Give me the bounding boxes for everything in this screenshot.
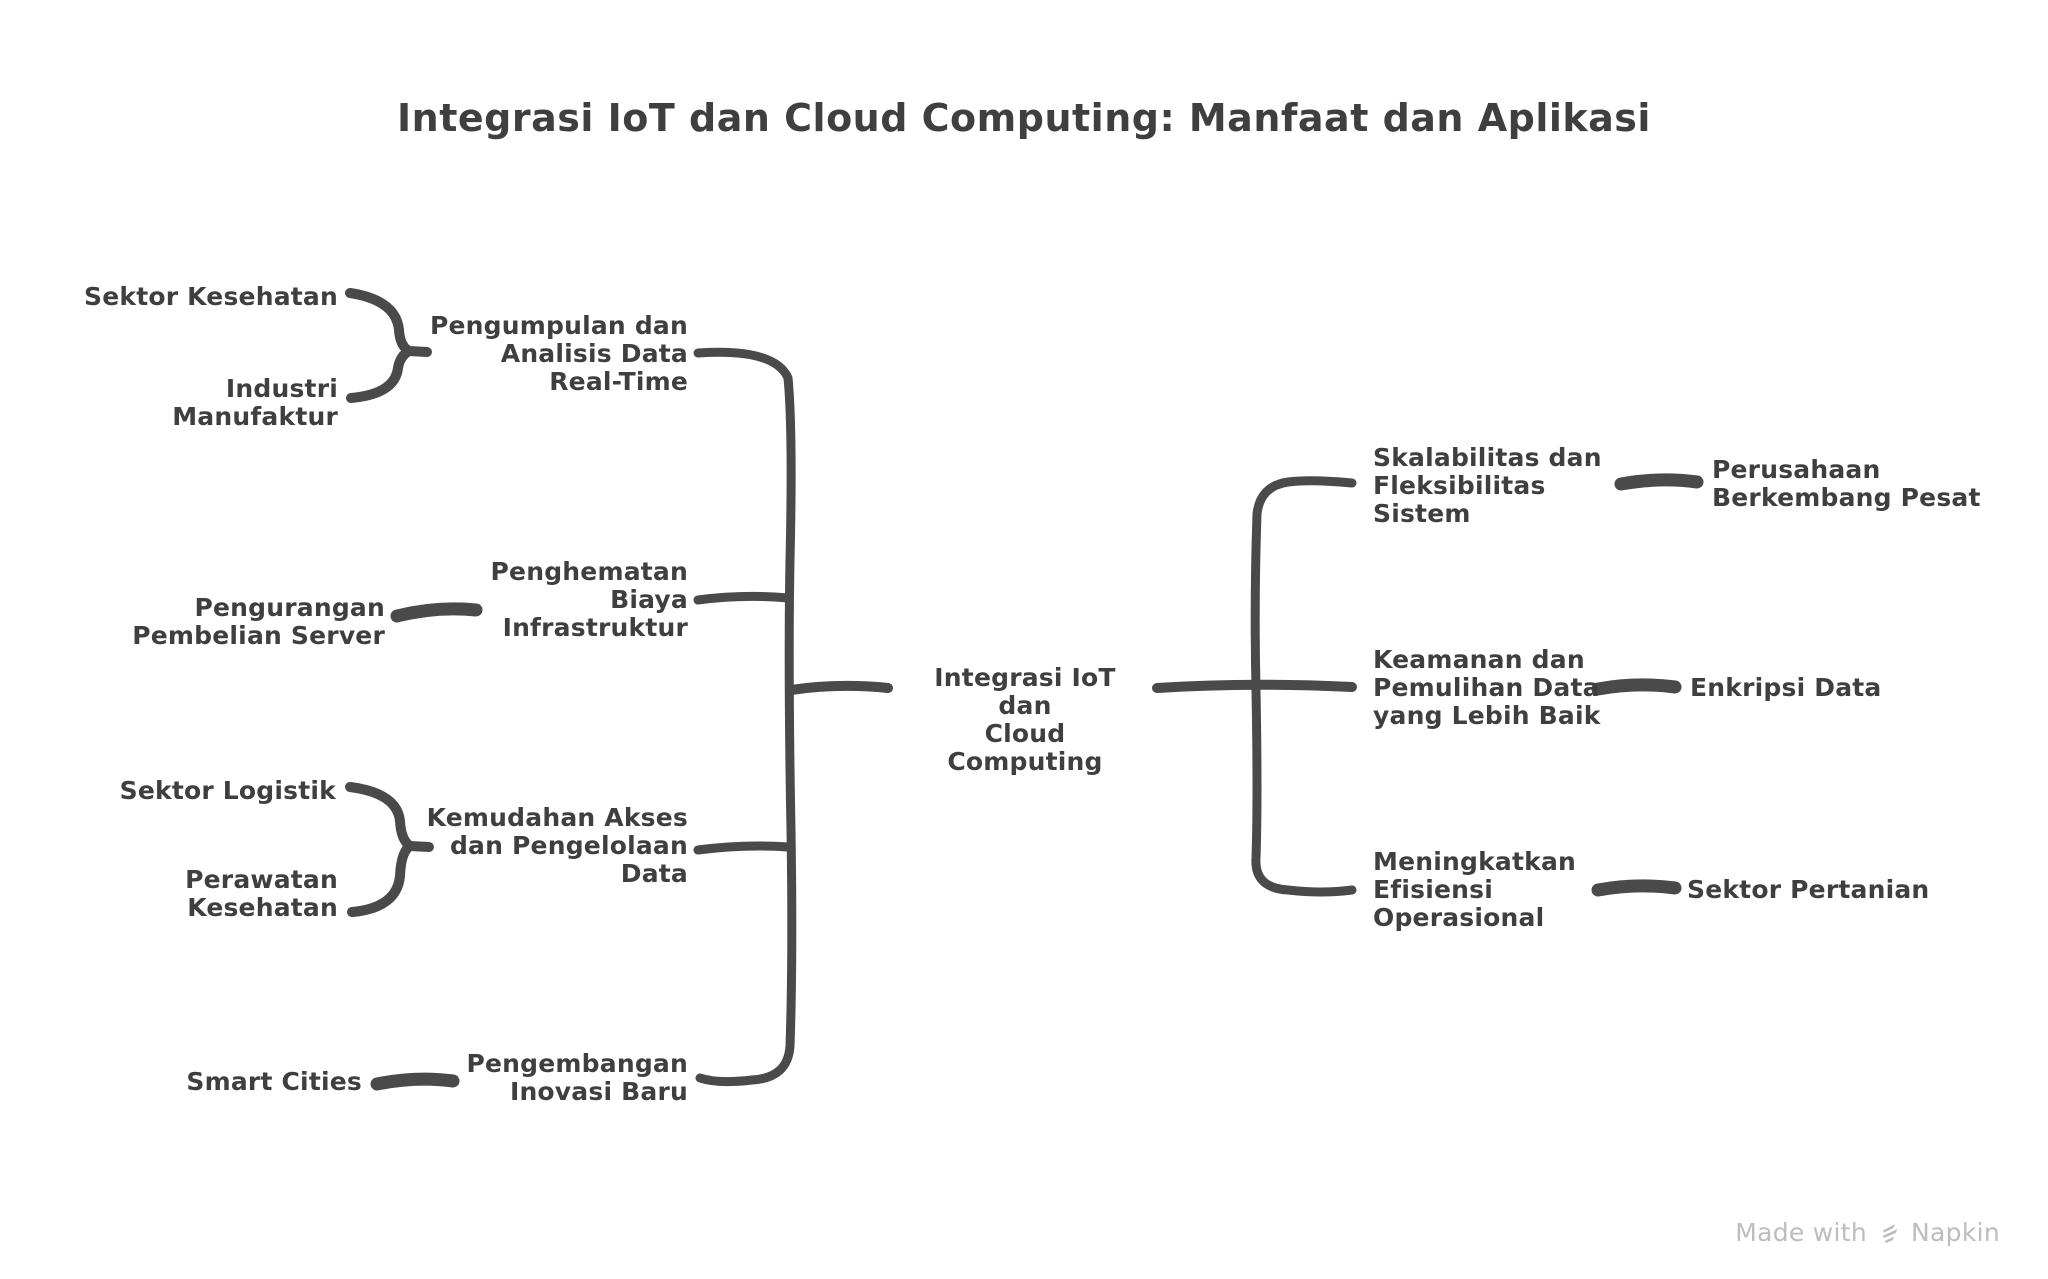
brace-pengumpulan	[345, 288, 432, 403]
stub-root-left	[786, 680, 893, 695]
node-pengumpulan-analisis-data: Pengumpulan dan Analisis Data Real-Time	[429, 311, 688, 396]
node-root: Integrasi IoT dan Cloud Computing	[934, 663, 1116, 776]
connector-enkripsi	[1591, 678, 1682, 696]
node-keamanan-pemulihan-data: Keamanan dan Pemulihan Data yang Lebih B…	[1373, 645, 1601, 730]
watermark-made-with-label: Made with	[1735, 1218, 1868, 1247]
connector-perusahaan	[1614, 473, 1704, 491]
connector-pengurangan	[390, 602, 483, 623]
node-smart-cities: Smart Cities	[186, 1067, 362, 1096]
node-kemudahan-akses: Kemudahan Akses dan Pengelolaan Data	[426, 803, 688, 888]
node-pengurangan-pembelian-server: Pengurangan Pembelian Server	[132, 593, 385, 650]
connector-pertanian	[1591, 879, 1682, 897]
node-perawatan-kesehatan: Perawatan Kesehatan	[185, 865, 338, 922]
diagram-title: Integrasi IoT dan Cloud Computing: Manfa…	[397, 96, 1651, 140]
watermark-brand-label: Napkin	[1911, 1218, 2000, 1247]
bracket-right	[1250, 476, 1357, 897]
napkin-logo-icon	[1876, 1220, 1902, 1246]
watermark: Made with Napkin	[1735, 1218, 2000, 1247]
node-skalabilitas-fleksibilitas: Skalabilitas dan Fleksibilitas Sistem	[1373, 443, 1602, 528]
node-meningkatkan-efisiensi: Meningkatkan Efisiensi Operasional	[1373, 847, 1577, 932]
stub-penghematan	[693, 591, 793, 605]
node-perusahaan-berkembang-pesat: Perusahaan Berkembang Pesat	[1712, 455, 1981, 512]
node-industri-manufaktur: Industri Manufaktur	[172, 374, 338, 431]
stub-kemudahan	[693, 841, 793, 855]
node-sektor-logistik: Sektor Logistik	[119, 776, 336, 805]
node-pengembangan-inovasi: Pengembangan Inovasi Baru	[466, 1049, 688, 1106]
node-sektor-kesehatan: Sektor Kesehatan	[84, 282, 338, 311]
stub-root-right	[1152, 679, 1357, 693]
bracket-left	[693, 347, 797, 1087]
connector-smart-cities	[370, 1072, 460, 1091]
node-penghematan-biaya: Penghematan Biaya Infrastruktur	[490, 557, 688, 642]
node-sektor-pertanian: Sektor Pertanian	[1687, 875, 1930, 904]
node-enkripsi-data: Enkripsi Data	[1690, 673, 1882, 702]
brace-kemudahan	[345, 782, 434, 917]
